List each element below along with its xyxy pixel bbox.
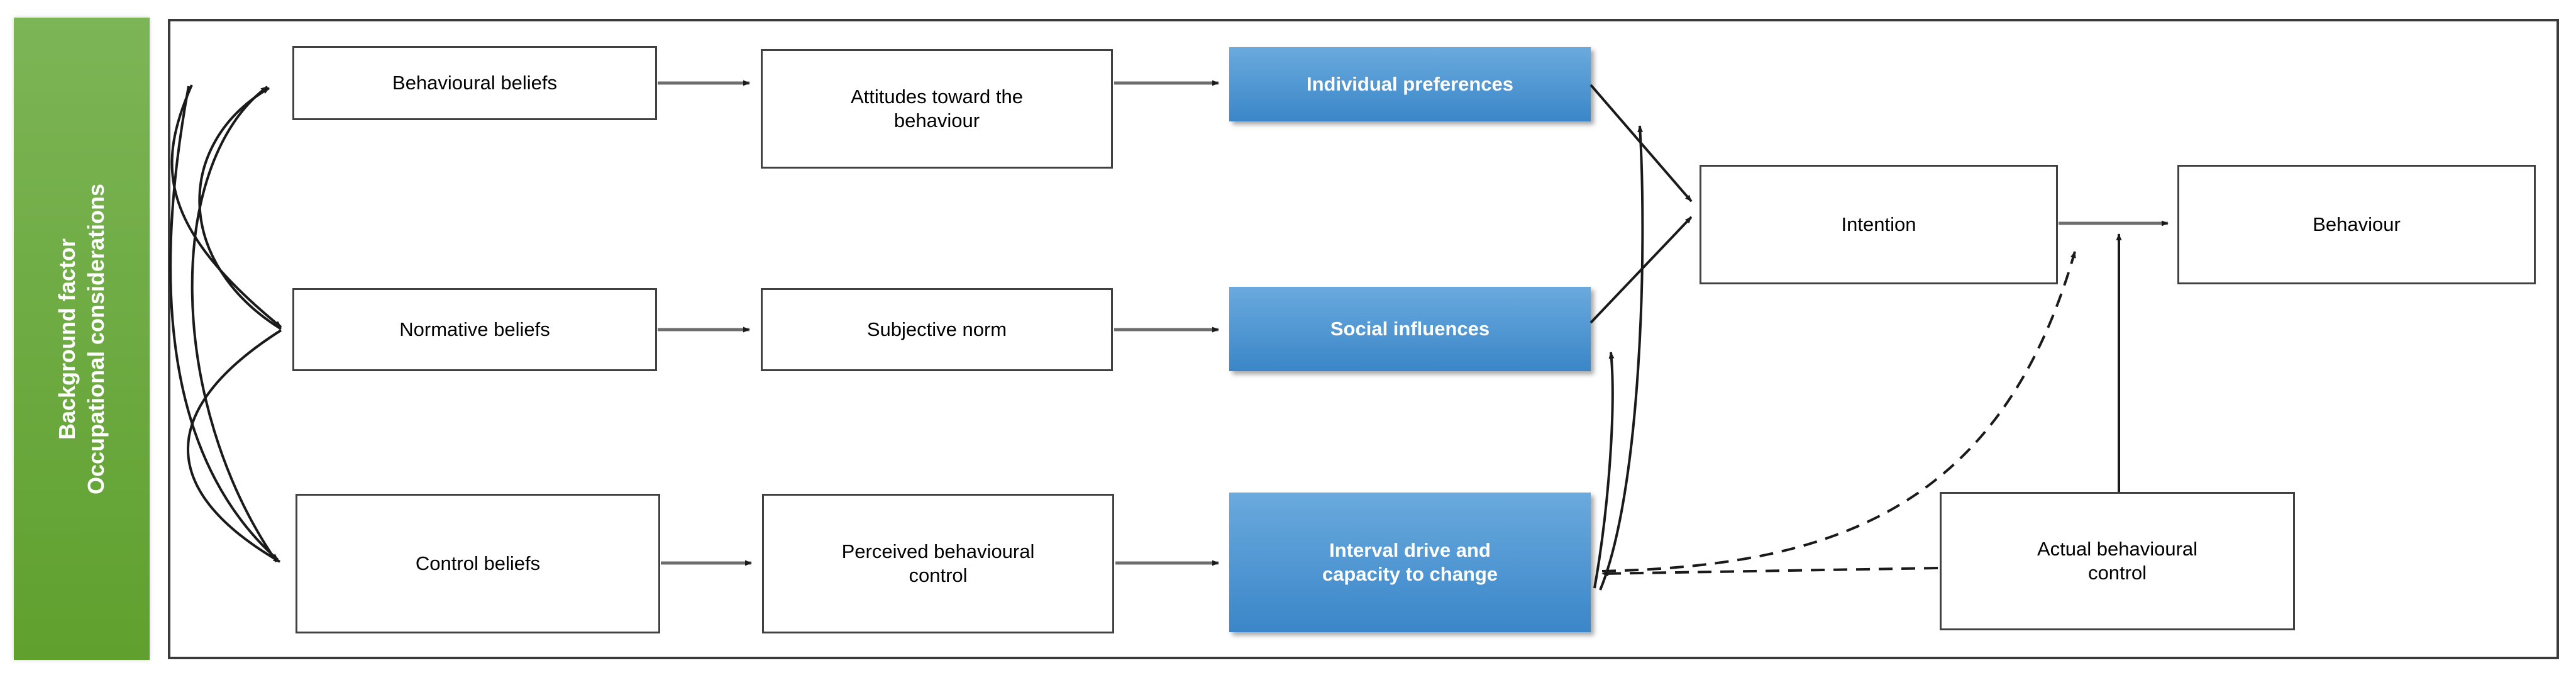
node-behaviour-label: Behaviour: [2313, 213, 2401, 236]
node-attitudes-toward-the-behaviour[interactable]: Attitudes toward the behaviour: [761, 49, 1113, 169]
node-normative-beliefs-label: Normative beliefs: [399, 318, 550, 341]
node-behavioural-beliefs[interactable]: Behavioural beliefs: [292, 46, 657, 120]
node-social-influences[interactable]: Social influences: [1229, 287, 1591, 371]
node-perceived-control-line2: control: [909, 564, 968, 586]
node-interval-drive-line1: Interval drive and: [1329, 539, 1491, 562]
node-individual-preferences-label: Individual preferences: [1306, 73, 1514, 96]
node-interval-drive-and-capacity-to-change[interactable]: Interval drive and capacity to change: [1229, 493, 1591, 632]
node-actual-control-line1: Actual behavioural: [2037, 538, 2198, 560]
node-attitudes-line1: Attitudes toward the: [851, 86, 1023, 108]
node-attitudes-line2: behaviour: [893, 109, 980, 131]
node-subjective-norm[interactable]: Subjective norm: [761, 288, 1113, 371]
node-interval-drive-line2: capacity to change: [1322, 563, 1498, 585]
background-factor-label: Background factor Occupational considera…: [53, 183, 111, 494]
node-perceived-control-line1: Perceived behavioural: [841, 540, 1035, 563]
node-perceived-behavioural-control[interactable]: Perceived behavioural control: [762, 494, 1114, 633]
node-control-beliefs-label: Control beliefs: [415, 552, 541, 575]
node-behaviour[interactable]: Behaviour: [2177, 165, 2536, 284]
node-intention[interactable]: Intention: [1700, 165, 2058, 284]
node-subjective-norm-label: Subjective norm: [866, 318, 1007, 341]
node-actual-behavioural-control[interactable]: Actual behavioural control: [1940, 492, 2295, 630]
node-control-beliefs[interactable]: Control beliefs: [296, 494, 660, 633]
node-social-influences-label: Social influences: [1330, 318, 1490, 340]
node-intention-label: Intention: [1841, 213, 1916, 236]
node-normative-beliefs[interactable]: Normative beliefs: [292, 288, 657, 371]
background-factor-line2: Occupational considerations: [83, 183, 109, 494]
node-behavioural-beliefs-label: Behavioural beliefs: [392, 72, 557, 94]
node-individual-preferences[interactable]: Individual preferences: [1229, 47, 1591, 121]
node-actual-control-line2: control: [2087, 562, 2147, 584]
background-factor-line1: Background factor: [53, 238, 80, 440]
background-factor-panel: Background factor Occupational considera…: [14, 18, 150, 660]
